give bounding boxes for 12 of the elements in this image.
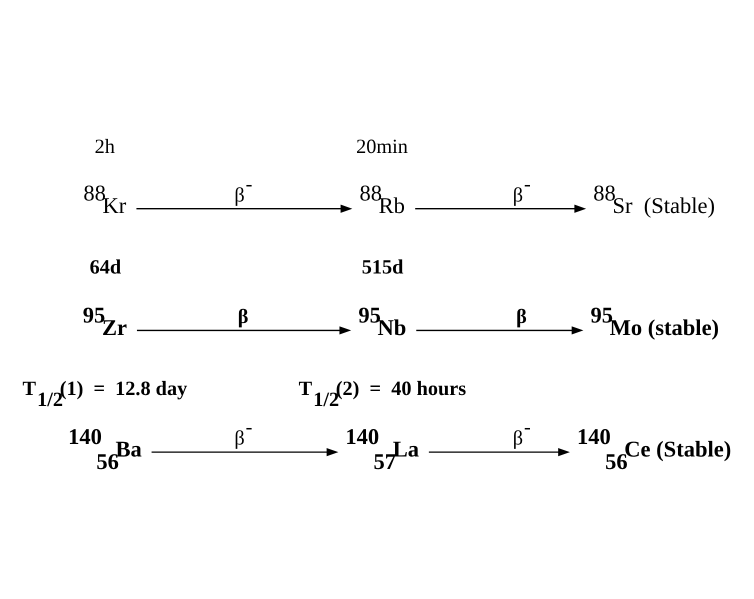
- label: 2h: [94, 135, 114, 158]
- edge-label: β: [516, 305, 526, 328]
- arrow: [416, 326, 583, 334]
- arrow: [136, 204, 352, 212]
- arrow: [428, 448, 570, 456]
- arrow: [136, 326, 351, 334]
- arrow: [414, 204, 586, 212]
- label: 64d: [89, 256, 121, 278]
- label: 515d: [361, 256, 403, 278]
- arrow: [151, 448, 338, 456]
- label: 20min: [356, 135, 408, 158]
- edge-label: β: [237, 305, 248, 328]
